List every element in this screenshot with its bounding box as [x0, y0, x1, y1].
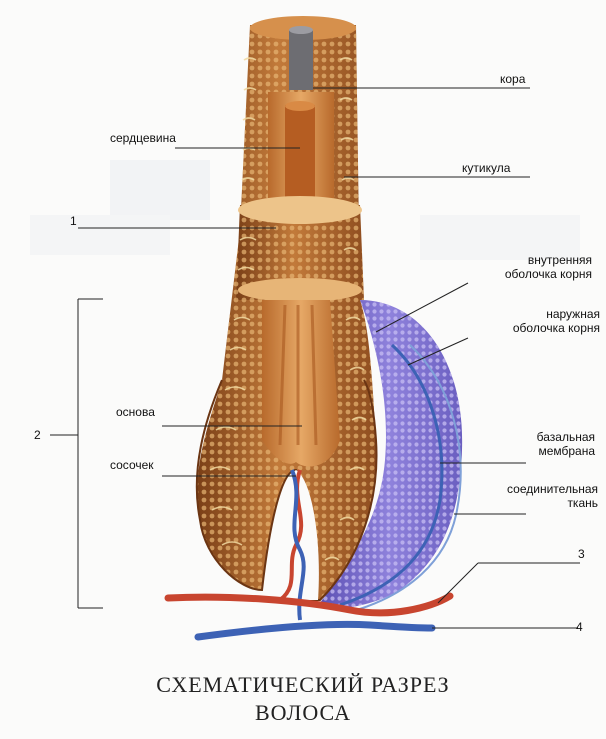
label-basal-membrane-line1: базальная — [536, 430, 595, 444]
label-inner-root-sheath: внутренняя оболочка корня — [474, 253, 592, 281]
hair-base-stripes — [278, 304, 318, 446]
label-cuticle: кутикула — [462, 161, 511, 175]
label-connective-tissue-line1: соединительная — [507, 482, 598, 496]
diagram-title-line1: СХЕМАТИЧЕСКИЙ РАЗРЕЗ — [156, 672, 450, 697]
label-number-1: 1 — [70, 214, 77, 228]
label-connective-tissue: соединительная ткань — [470, 482, 598, 510]
label-inner-root-sheath-line2: оболочка корня — [504, 267, 592, 281]
outer-root-sheath-texture — [318, 300, 463, 609]
connective-tissue-line — [349, 344, 462, 613]
hair-bulb — [195, 379, 378, 601]
label-number-3: 3 — [578, 547, 585, 561]
medulla-column — [285, 105, 315, 200]
cuticle-scale-lines — [209, 57, 367, 561]
cross-section-disc — [238, 196, 362, 224]
label-cortex: кора — [500, 72, 526, 86]
label-papilla: сосочек — [110, 458, 154, 472]
basal-membrane-line — [339, 343, 444, 607]
hair-base-inner — [262, 300, 340, 467]
vein-vessel — [194, 620, 436, 641]
label-basal-membrane-line2: мембрана — [538, 444, 595, 458]
label-inner-root-sheath-line1: внутренняя — [527, 253, 592, 267]
leader-lines — [50, 87, 580, 629]
label-base: основа — [116, 405, 155, 419]
label-number-4: 4 — [576, 620, 583, 634]
artery-vessel — [164, 592, 454, 617]
label-basal-membrane: базальная мембрана — [500, 430, 595, 458]
papilla-vein — [290, 469, 306, 621]
medulla-top-core — [289, 30, 313, 90]
label-number-2: 2 — [34, 428, 41, 442]
label-medulla: сердцевина — [110, 131, 176, 145]
label-connective-tissue-line2: ткань — [567, 496, 598, 510]
diagram-title-line2: ВОЛОСА — [254, 700, 351, 725]
label-outer-root-sheath-line1: наружная — [546, 307, 600, 321]
label-outer-root-sheath: наружная оболочка корня — [474, 307, 600, 335]
label-outer-root-sheath-line2: оболочка корня — [512, 321, 600, 335]
background-ghost — [30, 160, 580, 260]
